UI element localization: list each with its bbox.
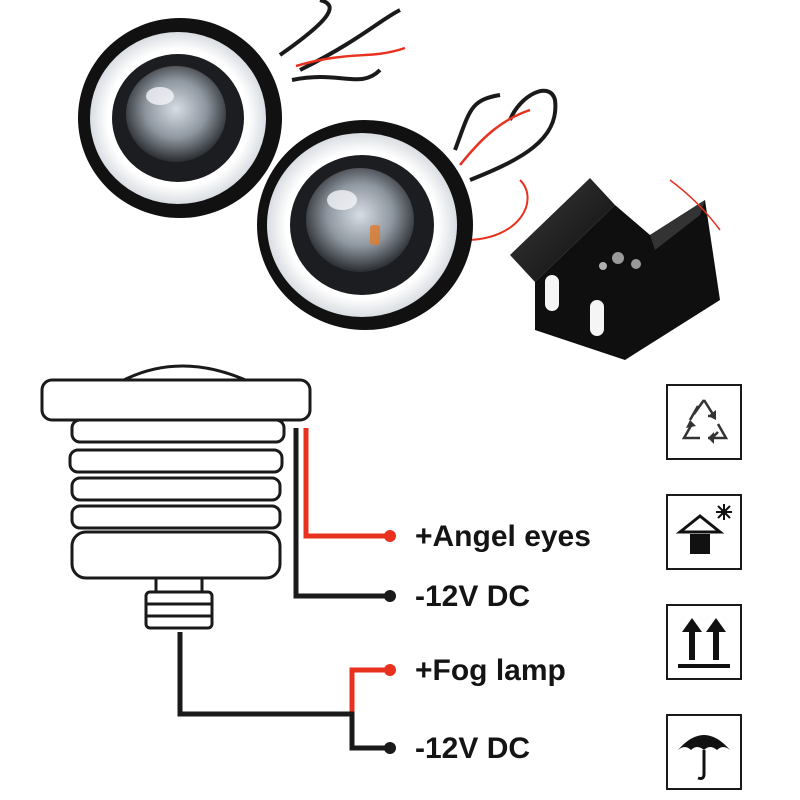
mounting-bracket [510,178,721,360]
fog-lamp-front [257,88,558,330]
keep-out-of-sun-icon [666,494,742,570]
wire-terminals [384,530,396,754]
keep-dry-icon [666,714,742,790]
label-angel-eyes-negative: -12V DC [415,580,531,613]
label-fog-lamp-negative: -12V DC [415,732,531,765]
fog-lamp-back [78,0,406,218]
label-fog-lamp-positive: +Fog lamp [415,654,566,687]
lamp-outline-diagram [40,364,312,630]
label-angel-eyes-positive: +Angel eyes [415,520,591,553]
wires [177,428,388,751]
this-way-up-icon [666,604,742,680]
recycle-icon [666,384,742,460]
